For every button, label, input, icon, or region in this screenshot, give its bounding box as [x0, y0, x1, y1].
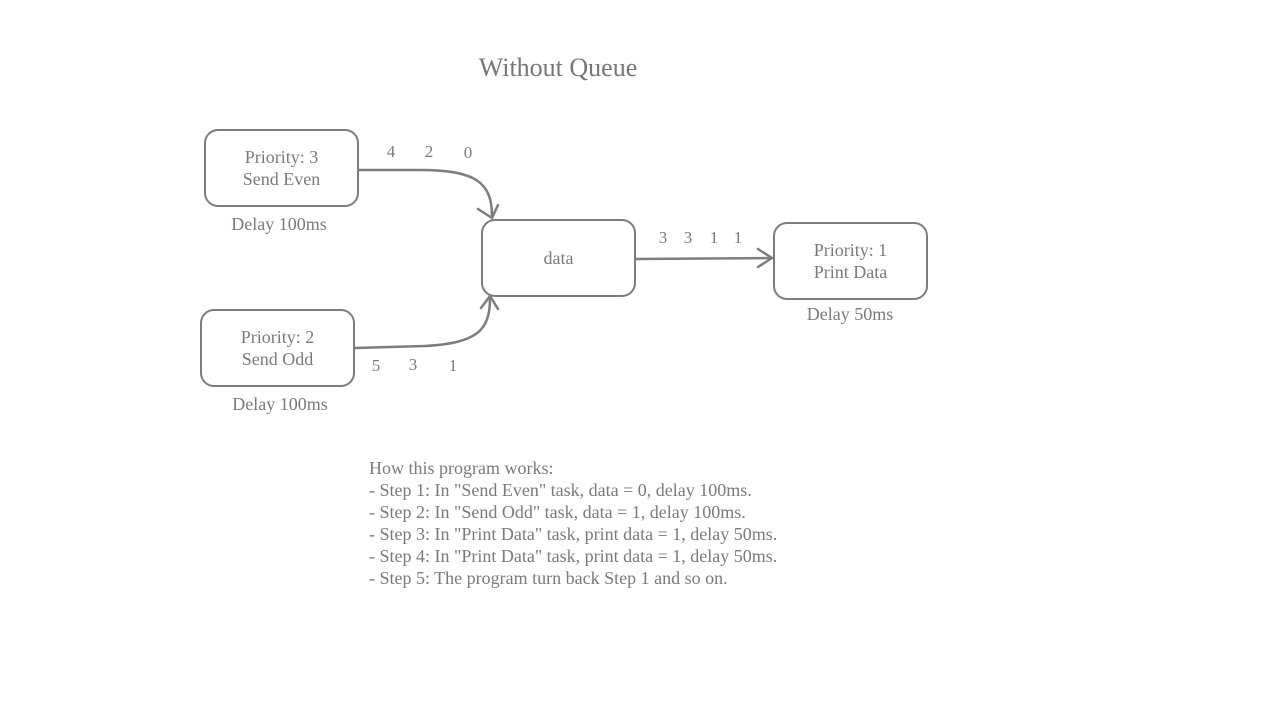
task-box-send-even: Priority: 3 Send Even	[204, 129, 359, 207]
odd-value: 3	[408, 355, 418, 374]
notes-step: - Step 3: In "Print Data" task, print da…	[369, 524, 778, 544]
notes-heading: How this program works:	[369, 458, 554, 478]
shared-data-box: data	[481, 219, 636, 297]
task-box-send-odd: Priority: 2 Send Odd	[200, 309, 355, 387]
send-odd-priority: Priority: 2	[240, 327, 315, 347]
send-even-delay: Delay 100ms	[231, 214, 327, 234]
notes-step: - Step 1: In "Send Even" task, data = 0,…	[369, 480, 752, 500]
arrowhead-print	[756, 247, 774, 269]
send-even-name: Send Even	[242, 169, 321, 189]
notes-step: - Step 5: The program turn back Step 1 a…	[369, 568, 728, 588]
even-value: 4	[386, 142, 396, 161]
notes-step: - Step 2: In "Send Odd" task, data = 1, …	[369, 502, 746, 522]
even-value: 2	[424, 142, 434, 161]
data-label: data	[543, 248, 574, 268]
print-data-name: Print Data	[813, 262, 888, 282]
arrow-data-to-print	[635, 256, 773, 261]
arrowhead-even	[476, 203, 500, 220]
even-value: 0	[463, 143, 473, 162]
send-even-priority: Priority: 3	[244, 147, 319, 167]
send-odd-name: Send Odd	[241, 349, 314, 369]
output-value: 3	[683, 228, 693, 247]
output-value: 3	[658, 228, 668, 247]
print-data-priority: Priority: 1	[813, 240, 888, 260]
explanation-notes: How this program works: - Step 1: In "Se…	[369, 457, 777, 589]
diagram-title: Without Queue	[478, 53, 638, 82]
print-data-delay: Delay 50ms	[806, 304, 894, 324]
notes-step: - Step 4: In "Print Data" task, print da…	[369, 546, 778, 566]
output-value: 1	[709, 228, 719, 247]
task-box-print-data: Priority: 1 Print Data	[773, 222, 928, 300]
send-odd-delay: Delay 100ms	[232, 394, 328, 414]
arrow-even-to-data	[359, 168, 494, 217]
odd-value: 5	[371, 356, 381, 375]
output-value: 1	[733, 228, 743, 247]
arrow-odd-to-data	[354, 297, 492, 350]
odd-value: 1	[448, 356, 458, 375]
